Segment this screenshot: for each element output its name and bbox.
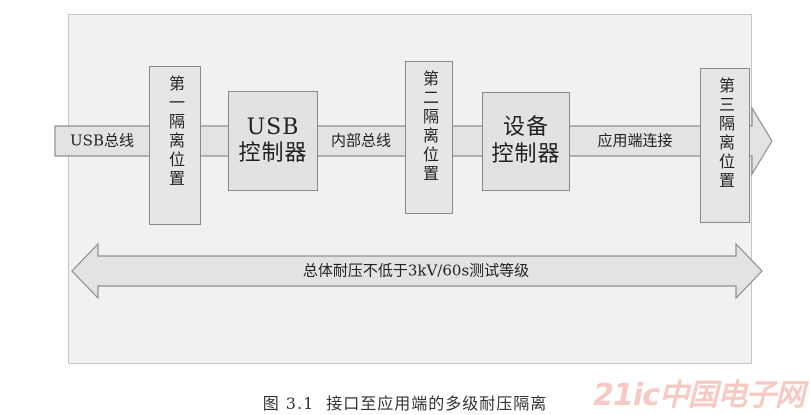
first-isolation-label: 第一隔离位置 <box>166 75 185 189</box>
third-isolation-label: 第三隔离位置 <box>716 77 735 191</box>
usb-controller-line-2: 控制器 <box>238 141 308 166</box>
second-isolation-position: 第二隔离位置 <box>405 61 453 214</box>
device-controller-line-1: 设备 <box>502 115 549 141</box>
figure-number: 图 3.1 <box>262 394 315 413</box>
first-isolation-position: 第一隔离位置 <box>149 66 201 225</box>
internal-bus-label: 内部总线 <box>330 131 392 150</box>
second-isolation-label: 第二隔离位置 <box>420 70 439 184</box>
usb-controller-box: USB 控制器 <box>228 91 318 191</box>
figure-title: 接口至应用端的多级耐压隔离 <box>326 394 548 413</box>
usb-controller-line-1: USB <box>246 114 300 140</box>
withstand-voltage-label: 总体耐压不低于3kV/60s测试等级 <box>302 261 530 280</box>
device-controller-line-2: 控制器 <box>491 141 561 167</box>
figure-caption: 图 3.1 接口至应用端的多级耐压隔离 <box>0 390 810 414</box>
site-watermark: 21ic中国电子网 <box>593 378 805 413</box>
app-connection-label: 应用端连接 <box>597 131 673 150</box>
third-isolation-position: 第三隔离位置 <box>700 68 750 223</box>
device-controller-box: 设备 控制器 <box>482 92 570 191</box>
usb-bus-label: USB总线 <box>70 131 134 150</box>
